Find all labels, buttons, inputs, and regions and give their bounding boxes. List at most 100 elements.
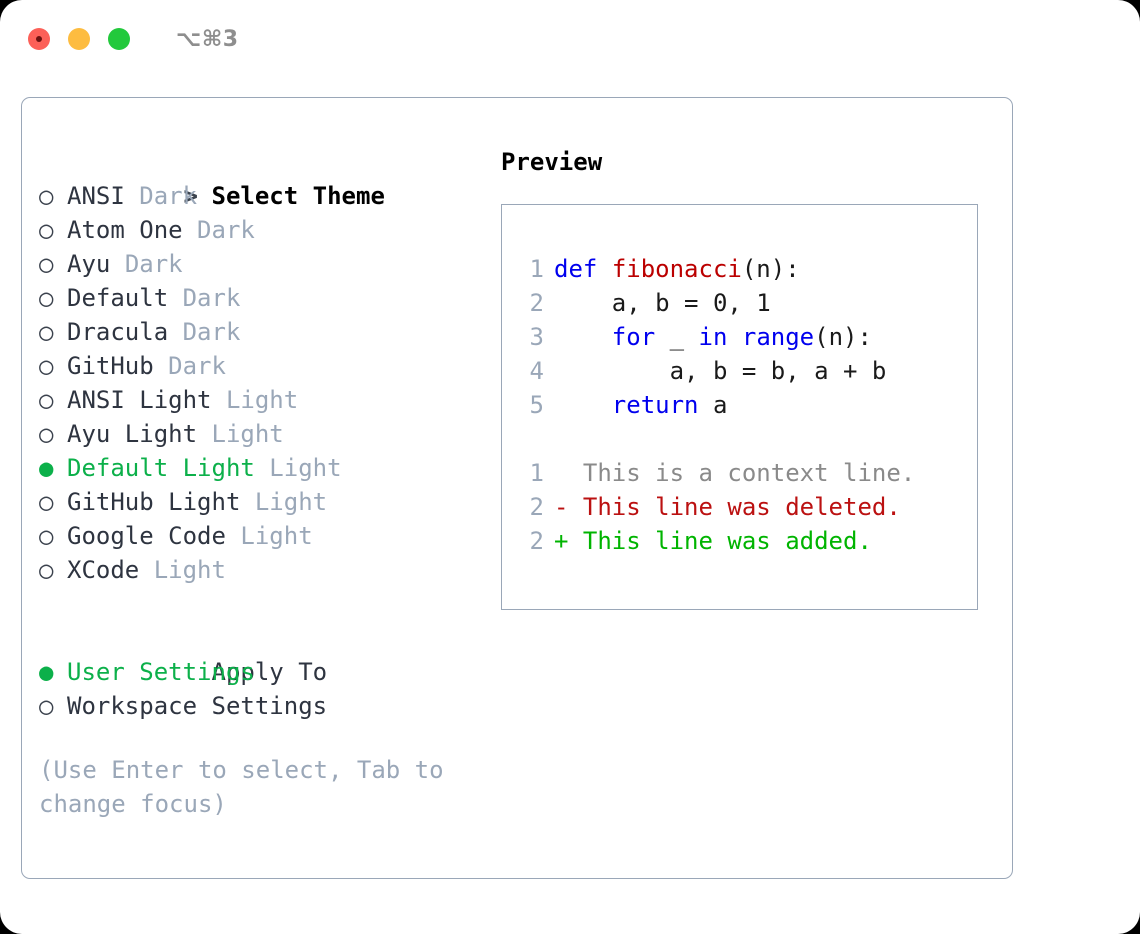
code-token: for [611, 323, 656, 351]
line-number: 2 [529, 493, 544, 521]
theme-name: Ayu Light [67, 420, 198, 448]
theme-name-gap [183, 216, 197, 244]
code-token: a, b = 0, 1 [554, 289, 771, 317]
theme-category: Light [225, 386, 299, 414]
diff-text: This is a context line. [568, 459, 916, 487]
theme-list-item[interactable]: ○ Google Code Light [39, 519, 489, 553]
radio-unselected-icon: ○ [39, 488, 54, 516]
theme-list-item[interactable]: ○ANSI Light Light [39, 383, 489, 417]
diff-text: This line was added. [568, 527, 872, 555]
keyboard-hint-text: (Use Enter to select, Tab to change focu… [39, 756, 459, 818]
theme-list-item[interactable]: ○Ayu Dark [39, 247, 489, 281]
code-token: _ [655, 323, 699, 351]
code-token: (n): [814, 323, 872, 351]
code-line: 5 return a [514, 388, 973, 422]
theme-name-gap [226, 522, 240, 550]
radio-unselected-icon: ○ [39, 216, 54, 244]
code-token: def [554, 255, 598, 283]
theme-name-gap [212, 386, 226, 414]
apply-to-list[interactable]: ● User Settings ○ Workspace Settings [39, 655, 489, 723]
theme-category: Light [211, 420, 284, 448]
theme-list-item[interactable]: ○ Default Dark [39, 281, 489, 315]
theme-name-gap [168, 284, 182, 312]
radio-selected-icon: ● [39, 454, 54, 482]
preview-title: Preview [501, 148, 603, 176]
theme-category: Dark [182, 284, 241, 312]
theme-name-gap [125, 182, 139, 210]
code-token: return [611, 391, 699, 419]
code-token [727, 323, 741, 351]
theme-name: ANSI Light [67, 386, 212, 414]
diff-sign: - [554, 493, 569, 521]
theme-name-gap [139, 556, 153, 584]
code-token: a [698, 391, 728, 419]
code-token: a, b = b, a + b [554, 357, 887, 385]
theme-name: Google Code [67, 522, 226, 550]
close-window-button[interactable] [28, 28, 50, 50]
apply-to-item-label: User Settings [67, 658, 255, 686]
list-spacer [39, 587, 489, 621]
theme-category: Dark [182, 318, 241, 346]
code-token [554, 391, 612, 419]
line-number: 5 [529, 391, 544, 419]
apply-to-item[interactable]: ● User Settings [39, 655, 489, 689]
diff-line: 1 This is a context line. [514, 456, 973, 490]
theme-list-item[interactable]: ○ Ayu Light Light [39, 417, 489, 451]
minimize-window-button[interactable] [68, 28, 90, 50]
theme-name: ANSI [67, 182, 125, 210]
radio-unselected-icon: ○ [39, 284, 54, 312]
theme-name: Dracula [67, 318, 169, 346]
theme-category: Dark [139, 182, 198, 210]
apply-to-item[interactable]: ○ Workspace Settings [39, 689, 489, 723]
radio-unselected-icon: ○ [39, 250, 54, 278]
line-number: 3 [529, 323, 544, 351]
radio-unselected-icon: ○ [39, 522, 54, 550]
code-token [554, 323, 612, 351]
radio-selected-icon: ● [39, 658, 54, 686]
theme-name: XCode [67, 556, 140, 584]
code-line: 4 a, b = b, a + b [514, 354, 973, 388]
radio-unselected-icon: ○ [39, 420, 54, 448]
theme-category: Light [153, 556, 226, 584]
theme-list[interactable]: ○ANSI Dark○Atom One Dark○Ayu Dark○Defaul… [39, 179, 489, 587]
code-line: 2 a, b = 0, 1 [514, 286, 973, 320]
theme-list-header: >Select Theme [39, 145, 489, 210]
radio-unselected-icon: ○ [39, 352, 54, 380]
theme-name: GitHub Light [67, 488, 241, 516]
theme-list-item[interactable]: ○ XCode Light [39, 553, 489, 587]
theme-name-gap [110, 250, 124, 278]
theme-list-item[interactable]: ○GitHub Light Light [39, 485, 489, 519]
line-number: 1 [529, 255, 544, 283]
window-shortcut-label: ⌥⌘3 [176, 26, 239, 52]
theme-name-gap [154, 352, 168, 380]
theme-category: Dark [168, 352, 226, 380]
theme-list-item[interactable]: ○GitHub Dark [39, 349, 489, 383]
theme-list-item[interactable]: ○ANSI Dark [39, 179, 489, 213]
code-token: fibonacci [611, 255, 742, 283]
radio-unselected-icon: ○ [39, 692, 54, 720]
radio-unselected-icon: ○ [39, 556, 54, 584]
theme-category: Dark [197, 216, 255, 244]
theme-list-item[interactable]: ○ Dracula Dark [39, 315, 489, 349]
preview-column: Preview 1 def fibonacci (n): 2 a, b = 0, 1 3… [501, 145, 1001, 610]
theme-name-gap [255, 454, 269, 482]
theme-list-item[interactable]: ●Default Light Light [39, 451, 489, 485]
diff-line: 2- This line was deleted. [514, 490, 973, 524]
line-number: 2 [529, 527, 544, 555]
apply-to-item-label: Workspace Settings [67, 692, 328, 720]
theme-list-item[interactable]: ○Atom One Dark [39, 213, 489, 247]
maximize-window-button[interactable] [108, 28, 130, 50]
theme-name-gap [168, 318, 182, 346]
theme-category: Light [269, 454, 342, 482]
apply-to-header: Apply To [39, 621, 489, 686]
title-bar: ⌥⌘3 [0, 0, 1140, 78]
theme-name: Default [67, 284, 169, 312]
radio-unselected-icon: ○ [39, 318, 54, 346]
theme-category: Light [240, 522, 313, 550]
code-token [597, 255, 611, 283]
diff-line: 2+ This line was added. [514, 524, 973, 558]
line-number: 4 [529, 357, 544, 385]
